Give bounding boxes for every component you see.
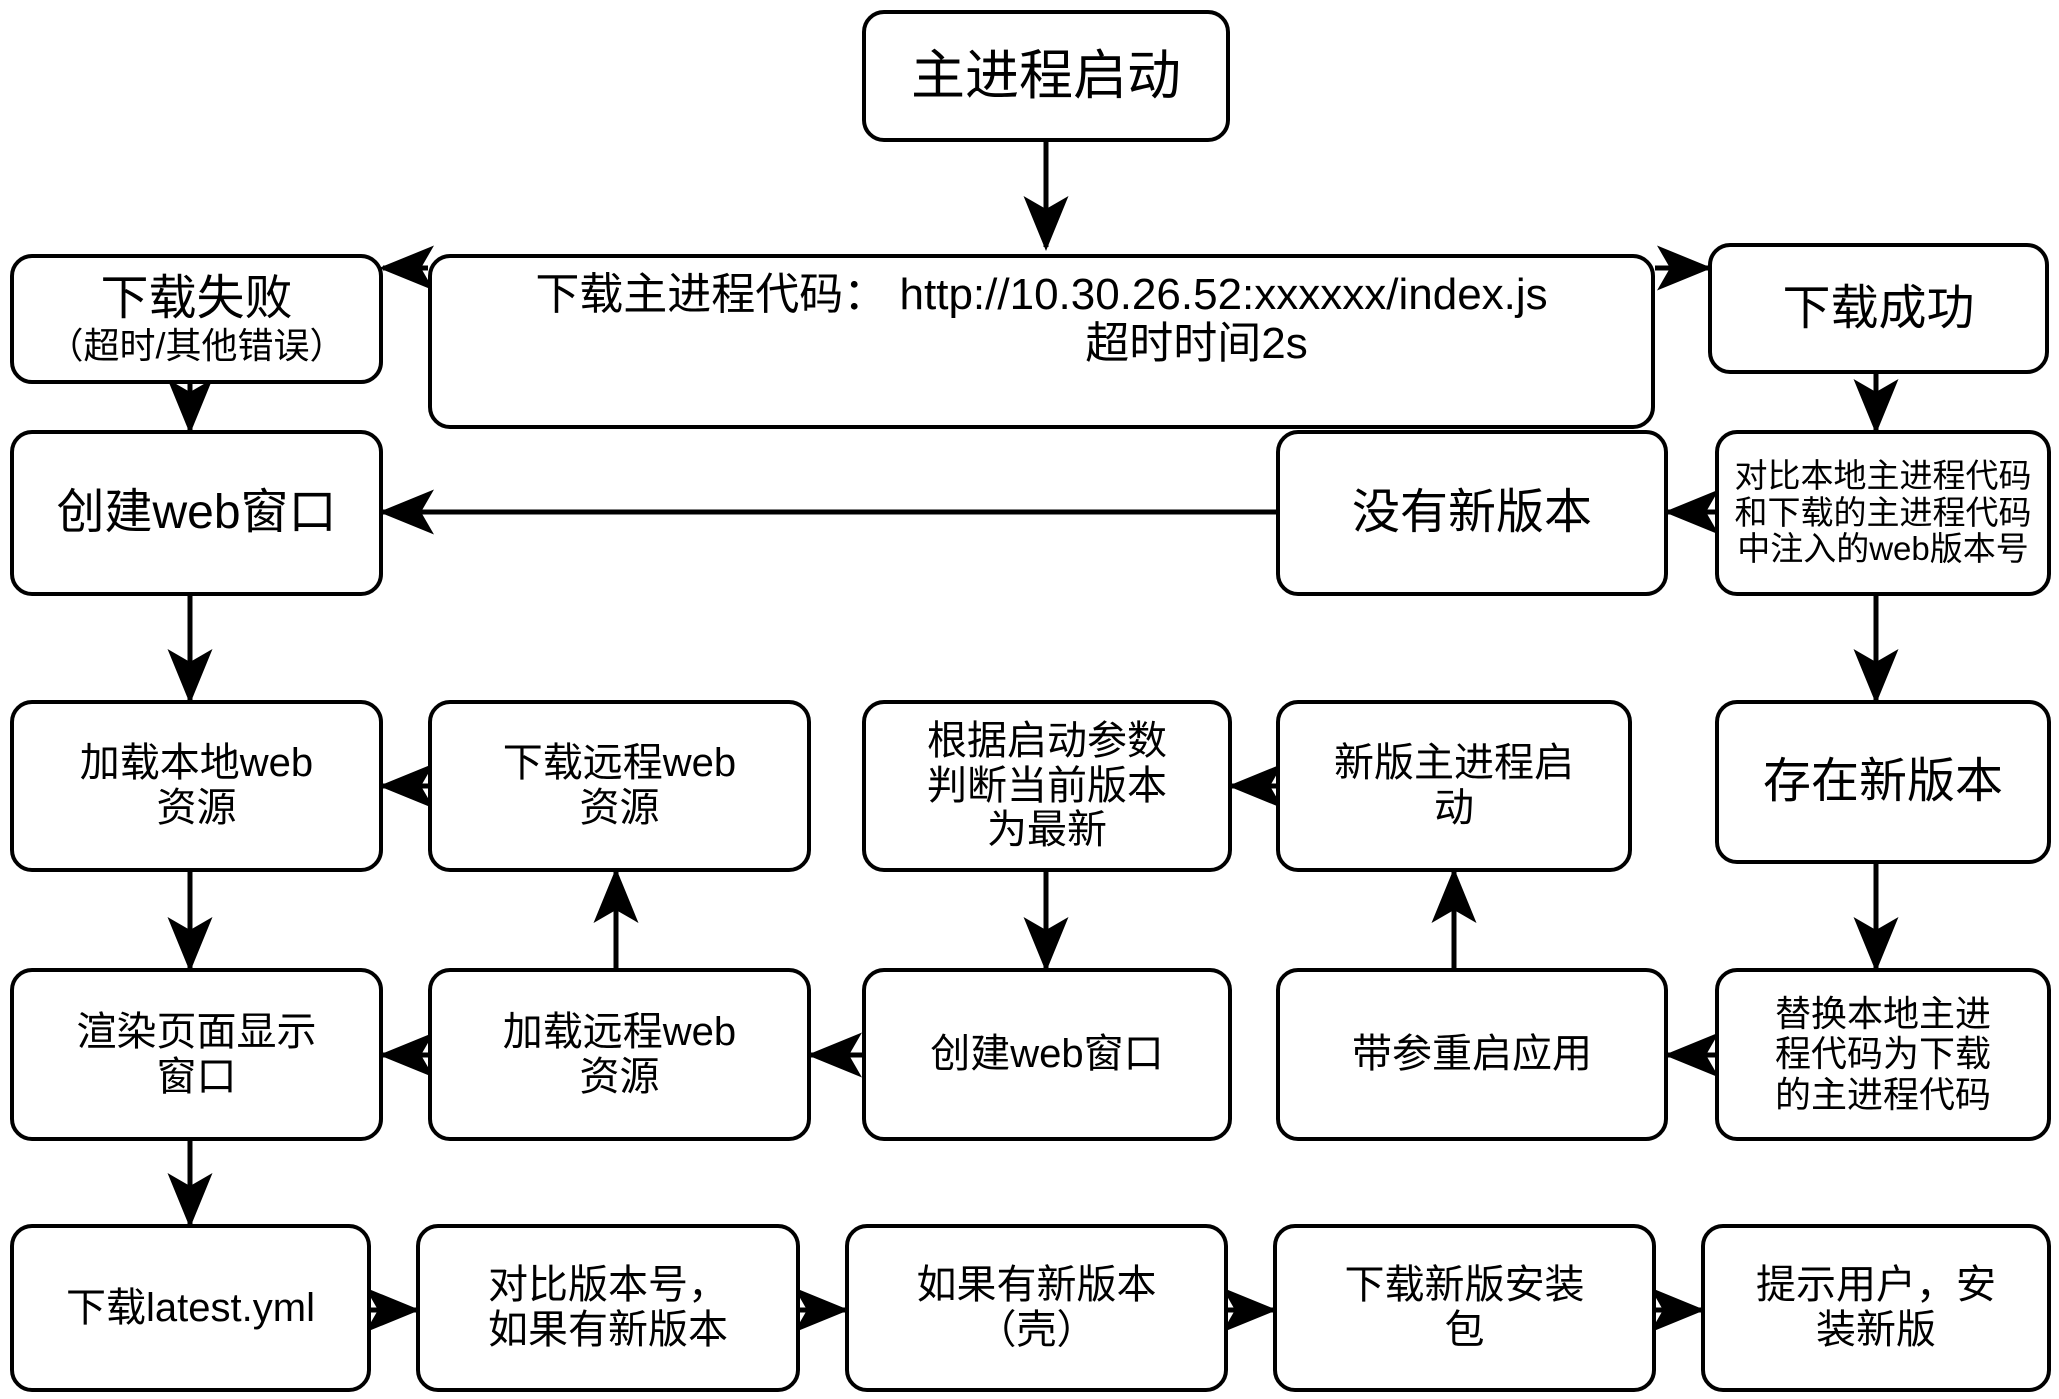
node-label-line1: 提示用户，安 [1756, 1263, 1996, 1308]
node-label-line3: 中注入的web版本号 [1737, 530, 2029, 568]
node-label-line2: 包 [1444, 1308, 1485, 1352]
node-judge-latest-by-args[interactable]: 根据启动参数 判断当前版本 为最新 [862, 700, 1232, 872]
node-label-line1: 下载远程web [502, 741, 737, 786]
node-label-line2: 装新版 [1816, 1308, 1936, 1352]
node-label: 带参重启应用 [1352, 1032, 1592, 1077]
node-load-local-web[interactable]: 加载本地web 资源 [10, 700, 383, 872]
node-label-line2: 动 [1434, 786, 1474, 830]
node-label-line2: 资源 [579, 786, 660, 830]
node-label: 下载成功 [1782, 281, 1975, 335]
node-label-line1: 如果有新版本 [916, 1263, 1157, 1308]
node-main-process-start[interactable]: 主进程启动 [862, 10, 1230, 142]
node-replace-local-code[interactable]: 替换本地主进 程代码为下载 的主进程代码 [1715, 968, 2051, 1141]
node-label-line1: 新版主进程启 [1334, 741, 1574, 786]
node-label: 创建web窗口 [56, 486, 337, 540]
node-render-page-window[interactable]: 渲染页面显示 窗口 [10, 968, 383, 1141]
node-compare-web-version[interactable]: 对比本地主进程代码 和下载的主进程代码 中注入的web版本号 [1715, 430, 2051, 596]
node-new-main-process-start[interactable]: 新版主进程启 动 [1276, 700, 1632, 872]
node-label: 下载latest.yml [66, 1285, 315, 1330]
node-label-line1: 对比本地主进程代码 [1734, 456, 2032, 494]
node-label-line1: 下载新版安装 [1344, 1263, 1585, 1308]
node-if-new-version-shell[interactable]: 如果有新版本 （壳） [845, 1224, 1228, 1392]
node-label-line1: 加载远程web [502, 1009, 737, 1054]
node-download-new-package[interactable]: 下载新版安装 包 [1273, 1224, 1656, 1392]
node-label-line1: 对比版本号， [488, 1263, 728, 1308]
node-label-line2: 资源 [579, 1054, 660, 1099]
node-download-fail[interactable]: 下载失败 （超时/其他错误） [10, 254, 383, 384]
node-label-line1: 替换本地主进 [1774, 993, 1991, 1035]
node-has-new-version[interactable]: 存在新版本 [1715, 700, 2051, 864]
node-create-web-window-2[interactable]: 创建web窗口 [862, 968, 1232, 1141]
node-label-line1: 加载本地web [79, 741, 314, 786]
node-label-line2: 判断当前版本 [927, 763, 1167, 808]
node-label-line1: 根据启动参数 [927, 718, 1167, 763]
node-download-main-code[interactable]: 下载主进程代码： http://10.30.26.52:xxxxxx/index… [428, 254, 1655, 429]
node-create-web-window-1[interactable]: 创建web窗口 [10, 430, 383, 596]
node-label-line1: 下载主进程代码： http://10.30.26.52:xxxxxx/index… [535, 270, 1548, 319]
node-load-remote-web[interactable]: 加载远程web 资源 [428, 968, 811, 1141]
node-label-line2: 超时时间2s [1085, 319, 1308, 369]
node-download-remote-web[interactable]: 下载远程web 资源 [428, 700, 811, 872]
node-prompt-user-install[interactable]: 提示用户，安 装新版 [1701, 1224, 2051, 1392]
node-label-line2: 资源 [156, 786, 237, 830]
node-sublabel: （超时/其他错误） [47, 324, 346, 366]
node-label: 创建web窗口 [930, 1032, 1164, 1077]
node-label: 主进程启动 [911, 45, 1181, 106]
node-restart-with-args[interactable]: 带参重启应用 [1276, 968, 1668, 1141]
node-no-new-version[interactable]: 没有新版本 [1276, 430, 1668, 596]
node-label-line3: 的主进程代码 [1774, 1073, 1991, 1115]
node-label-line1: 渲染页面显示 [76, 1009, 317, 1054]
node-label: 存在新版本 [1762, 755, 2003, 809]
node-label-line2: （壳） [976, 1308, 1097, 1352]
node-label-line2: 和下载的主进程代码 [1734, 493, 2032, 531]
node-label: 没有新版本 [1351, 486, 1592, 540]
node-label-line2: 窗口 [156, 1054, 237, 1099]
node-label-line2: 如果有新版本 [488, 1308, 728, 1352]
node-compare-version-number[interactable]: 对比版本号， 如果有新版本 [416, 1224, 800, 1392]
node-label-line2: 程代码为下载 [1774, 1033, 1991, 1075]
node-download-latest-yml[interactable]: 下载latest.yml [10, 1224, 371, 1392]
node-label: 下载失败 [100, 271, 293, 325]
node-label-line3: 为最新 [987, 808, 1107, 853]
node-download-success[interactable]: 下载成功 [1708, 243, 2049, 374]
